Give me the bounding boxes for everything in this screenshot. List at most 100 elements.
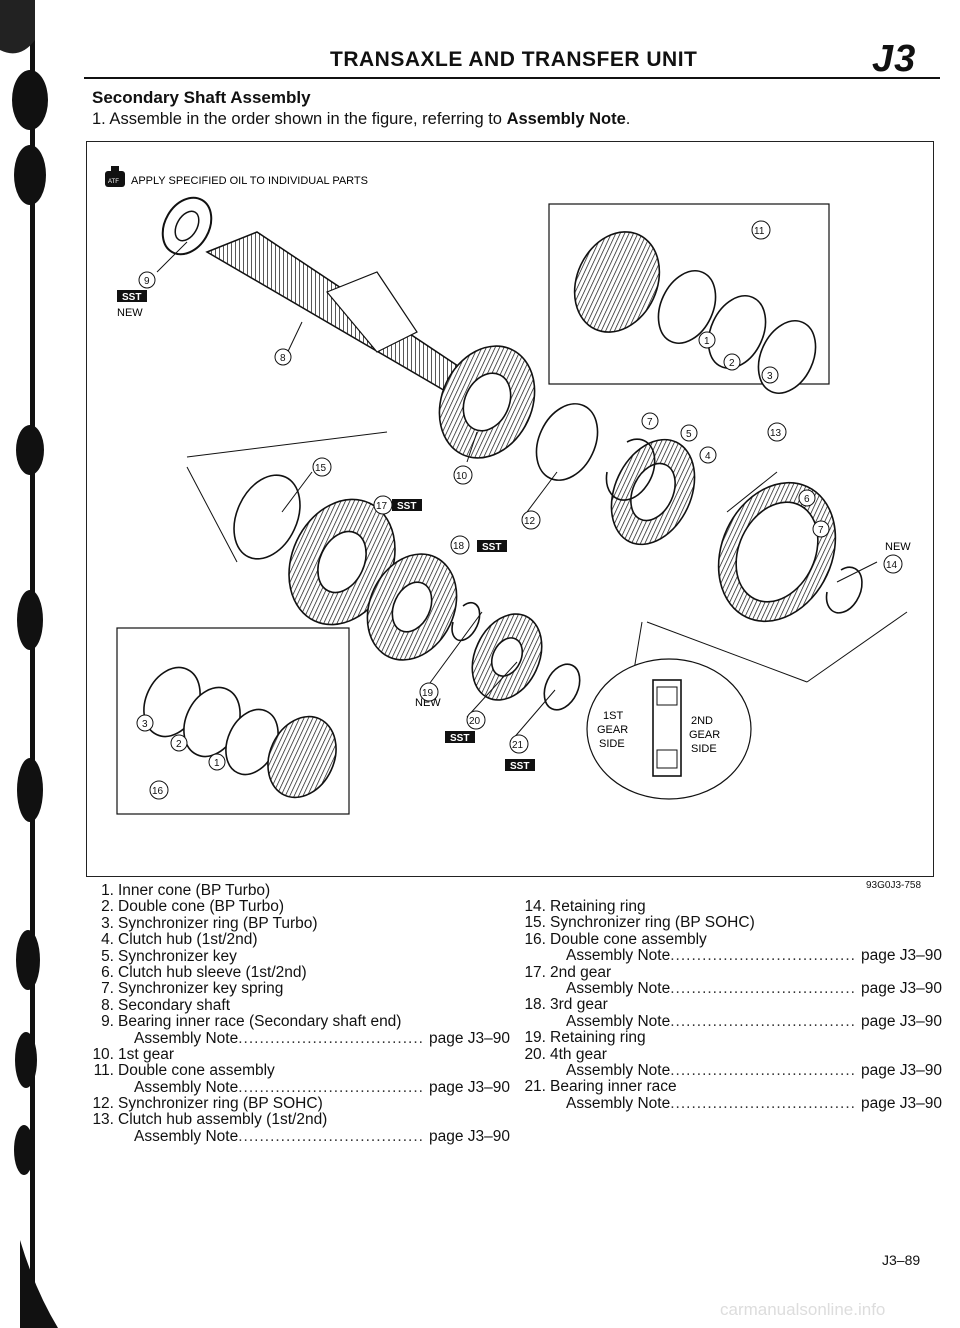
part-name: Synchronizer ring (BP Turbo) <box>118 914 318 932</box>
leader-dots <box>670 981 857 997</box>
sst-badge-20: SST <box>450 733 469 744</box>
callout-12: 12 <box>524 516 536 527</box>
part-name: Synchronizer key spring <box>118 980 284 998</box>
parts-list-item: 6.Clutch hub sleeve (1st/2nd) <box>90 963 510 981</box>
leader-dots <box>238 1129 425 1145</box>
part-number: 14. <box>524 898 546 915</box>
new-label-14: NEW <box>885 541 911 553</box>
callout-9: 9 <box>144 276 150 287</box>
part-name: Synchronizer ring (BP SOHC) <box>118 1095 323 1113</box>
oil-badge: ATF <box>108 179 119 185</box>
instruction: 1. Assemble in the order shown in the fi… <box>92 110 630 129</box>
sleeve-orientation-inset: 1ST GEAR SIDE 2ND GEAR SIDE <box>586 658 752 800</box>
leader-dots <box>238 1080 425 1096</box>
callout-15: 15 <box>315 463 327 474</box>
parts-list-item: 15.Synchronizer ring (BP SOHC) <box>522 914 942 932</box>
parts-list-item: 1.Inner cone (BP Turbo) <box>90 882 510 899</box>
callout-19: 19 <box>422 688 434 699</box>
inset-top-right <box>548 203 830 385</box>
page-reference: page J3–90 <box>860 979 942 997</box>
parts-list-item: 14.Retaining ring <box>522 898 942 915</box>
instruction-text: 1. Assemble in the order shown in the fi… <box>92 110 507 128</box>
assembly-note-ref: Assembly Notepage J3–90 <box>90 1078 510 1096</box>
assembly-note-label: Assembly Note <box>134 1029 239 1047</box>
parts-list-item: 17.2nd gear <box>522 963 942 981</box>
assembly-note-label: Assembly Note <box>566 1094 671 1112</box>
part-number: 6. <box>101 963 114 981</box>
part-name: Bearing inner race (Secondary shaft end) <box>118 1013 402 1031</box>
part-name: 1st gear <box>118 1045 175 1063</box>
assembly-note-ref: Assembly Notepage J3–90 <box>522 1013 942 1030</box>
part-name: Clutch hub assembly (1st/2nd) <box>118 1111 328 1129</box>
gear-set <box>143 231 863 799</box>
assembly-note-label: Assembly Note <box>566 1061 671 1079</box>
callout-10: 10 <box>456 471 468 482</box>
parts-list-item: 2.Double cone (BP Turbo) <box>90 898 510 916</box>
assembly-note-label: Assembly Note <box>134 1078 239 1096</box>
page-reference: page J3–90 <box>860 1094 942 1112</box>
leader-dots <box>670 1014 857 1030</box>
assembly-note-label: Assembly Note <box>566 947 671 965</box>
sst-badge-17: SST <box>397 501 416 512</box>
part-number: 18. <box>524 996 546 1014</box>
parts-list-item: 18.3rd gear <box>522 996 942 1014</box>
part-name: Bearing inner race <box>550 1078 677 1096</box>
sst-badge-21: SST <box>510 761 529 772</box>
callout-13: 13 <box>770 428 782 439</box>
part-number: 17. <box>524 963 546 981</box>
part-name: Double cone assembly <box>550 930 707 948</box>
part-number: 4. <box>101 931 114 949</box>
parts-list-item: 5.Synchronizer key <box>90 947 510 965</box>
new-label-19: NEW <box>415 697 441 709</box>
parts-list-item: 8.Secondary shaft <box>90 997 510 1014</box>
part-number: 11. <box>93 1062 114 1080</box>
part-name: 2nd gear <box>550 963 612 981</box>
oil-note: APPLY SPECIFIED OIL TO INDIVIDUAL PARTS <box>131 175 368 187</box>
part-number: 15. <box>524 914 546 932</box>
assembly-note-ref: Assembly Note page J3–90 <box>522 1094 942 1112</box>
parts-list-item: 11.Double cone assembly <box>90 1062 510 1080</box>
parts-list-item: 9.Bearing inner race (Secondary shaft en… <box>90 1013 510 1031</box>
assembly-note-label: Assembly Note <box>134 1127 239 1145</box>
leader-dots <box>670 1063 857 1079</box>
part-number: 13. <box>92 1111 114 1129</box>
part-number: 20. <box>524 1045 546 1063</box>
figure-code: 93G0J3-758 <box>866 880 922 891</box>
gear-side-1-line1: 1ST <box>603 710 623 722</box>
parts-list-item: 4.Clutch hub (1st/2nd) <box>90 931 510 949</box>
instruction-bold: Assembly Note <box>506 110 626 128</box>
inset-bottom-left <box>116 627 350 815</box>
callout-14: 14 <box>886 560 898 571</box>
callout-21: 21 <box>512 740 524 751</box>
part-number: 21. <box>524 1078 546 1096</box>
part-number: 5. <box>101 947 114 965</box>
secondary-shaft <box>161 196 469 393</box>
gear-side-2-line3: SIDE <box>691 743 717 755</box>
callout-1-inset: 1 <box>214 758 220 769</box>
parts-list-item: 10.1st gear <box>90 1045 510 1063</box>
parts-list-item: 13.Clutch hub assembly (1st/2nd) <box>90 1111 510 1129</box>
page-number: J3–89 <box>882 1252 921 1268</box>
parts-list-item: 12.Synchronizer ring (BP SOHC) <box>90 1095 510 1113</box>
callout-3-inset: 3 <box>142 719 148 730</box>
parts-list-item: 21.Bearing inner race <box>522 1078 942 1096</box>
part-number: 9. <box>101 1013 114 1031</box>
part-number: 3. <box>101 914 114 932</box>
part-number: 2. <box>101 898 114 916</box>
part-number: 1. <box>101 882 114 899</box>
part-name: Inner cone (BP Turbo) <box>118 882 271 899</box>
section-title: Secondary Shaft Assembly <box>92 88 311 107</box>
oil-icon: ATF <box>105 166 125 187</box>
part-number: 12. <box>92 1095 114 1113</box>
callout-3: 3 <box>767 371 773 382</box>
assembly-note-ref: Assembly Notepage J3–90 <box>522 1061 942 1079</box>
diagram-drawing: ATF APPLY SPECIFIED OIL TO INDIVIDUAL PA… <box>105 166 911 815</box>
callout-16: 16 <box>152 786 164 797</box>
instruction-suffix: . <box>625 110 631 128</box>
leader-dots <box>670 1096 857 1112</box>
part-name: Synchronizer ring (BP SOHC) <box>550 914 755 932</box>
part-name: 4th gear <box>550 1045 607 1063</box>
part-name: Retaining ring <box>550 1029 646 1047</box>
sst-badges: SST SST SST SST SST <box>117 290 535 772</box>
